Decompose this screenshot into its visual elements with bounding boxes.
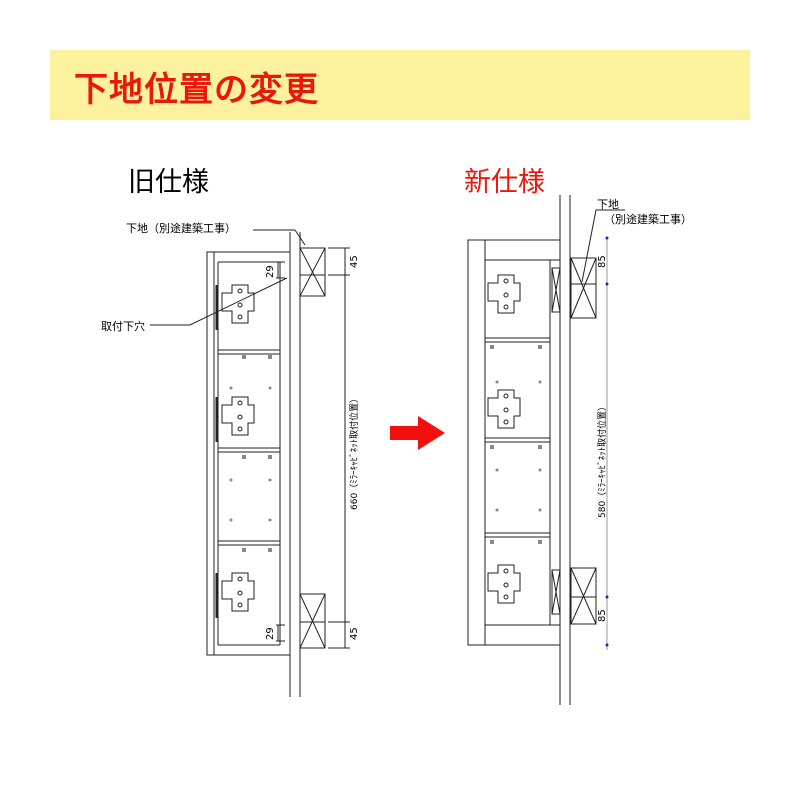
new-cabinet-frame	[467, 239, 561, 646]
hinge-icon	[487, 564, 521, 604]
new-holes	[490, 345, 542, 544]
old-hinges	[215, 284, 255, 618]
old-hole-leader	[150, 277, 288, 326]
hinge-icon	[487, 274, 521, 314]
hinge-icon	[215, 396, 255, 442]
new-shelves	[485, 337, 550, 538]
new-base-label-line1: 下地	[597, 198, 619, 211]
new-dimension	[605, 236, 609, 650]
new-spec-heading: 新仕様	[464, 167, 545, 198]
old-dimension	[276, 247, 350, 649]
title-banner: 下地位置の変更	[50, 50, 750, 120]
old-dim-main: 660（ﾐﾗｰｷｬﾋﾞﾈｯﾄ取付位置）	[348, 394, 360, 510]
old-dim-top: 45	[349, 255, 360, 268]
old-dim-hole-bottom: 29	[265, 627, 276, 640]
new-base-label-line2: （別途建築工事）	[604, 212, 692, 226]
old-spec-heading: 旧仕様	[128, 167, 209, 198]
new-dim-main: 580（ﾐﾗｰｷｬﾋﾞﾈｯﾄ取付位置）	[596, 402, 608, 518]
hinge-icon	[215, 284, 255, 330]
new-dim-bottom: 85	[597, 609, 608, 622]
new-dim-top: 85	[597, 255, 608, 268]
old-cabinet-frame	[206, 251, 291, 656]
new-base-leader	[581, 209, 625, 283]
old-dim-bottom: 45	[349, 627, 360, 640]
page-title: 下地位置の変更	[74, 70, 319, 110]
old-holes	[229, 355, 272, 552]
new-base-blocks	[570, 257, 597, 625]
new-hinges	[487, 274, 521, 604]
old-base-blocks	[299, 247, 326, 649]
old-diagram	[150, 229, 350, 697]
hinge-icon	[487, 389, 521, 429]
arrow-right-icon	[390, 416, 445, 450]
old-base-label: 下地（別途建築工事）	[126, 221, 236, 235]
new-diagram	[467, 195, 625, 705]
old-dim-hole-top: 29	[265, 265, 276, 278]
old-hole-label: 取付下穴	[101, 319, 145, 333]
old-shelves	[218, 349, 280, 546]
new-inner-blocks	[551, 267, 561, 615]
hinge-icon	[215, 572, 255, 618]
